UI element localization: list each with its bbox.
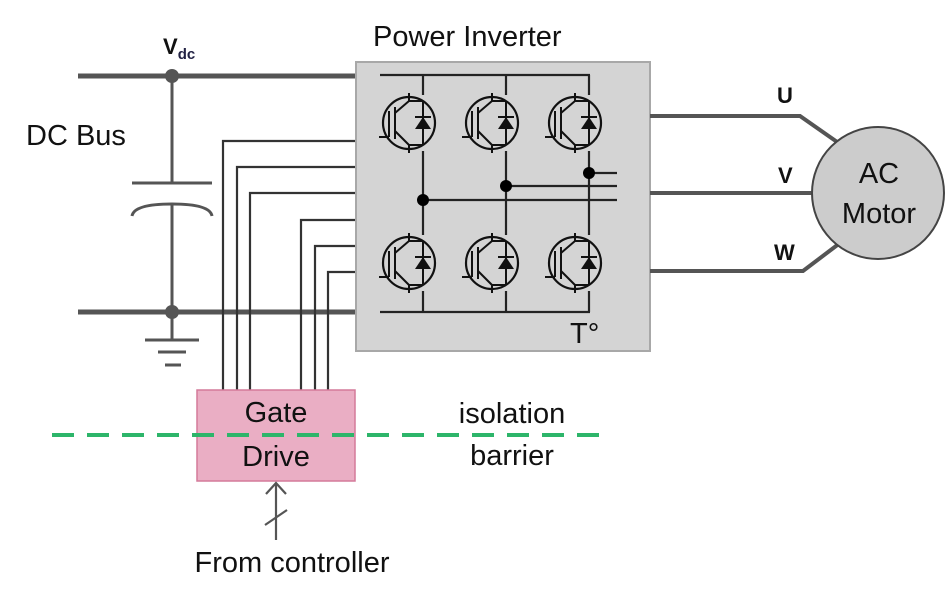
gate-wire-4	[299, 218, 356, 390]
temperature-label: T°	[570, 318, 599, 350]
phase-u-label: U	[777, 83, 793, 108]
gate-drive-label-line2: Drive	[242, 441, 310, 473]
vdc-label: Vdc	[163, 34, 195, 63]
igbt-icon	[460, 231, 520, 295]
igbt-icon	[377, 231, 437, 295]
isolation-label-line1: isolation	[459, 398, 565, 430]
igbt-icon	[543, 231, 603, 295]
gate-wire-2	[235, 165, 356, 390]
motor-label-line1: AC	[859, 158, 899, 190]
controller-bus-arrow-icon	[264, 481, 288, 540]
gate-wire-3	[248, 191, 356, 390]
igbt-icon	[543, 91, 603, 155]
ac-motor	[811, 126, 945, 260]
phase-w-wire	[650, 241, 842, 273]
gate-wire-1	[221, 139, 356, 390]
gate-wire-5	[313, 244, 356, 390]
gate-drive-label-line1: Gate	[245, 397, 308, 429]
power-inverter-title: Power Inverter	[373, 21, 562, 53]
phase-w-label: W	[774, 240, 795, 265]
igbt-switches	[377, 91, 603, 295]
phase-node-3	[583, 167, 595, 179]
phase-node-1	[417, 194, 429, 206]
igbt-icon	[377, 91, 437, 155]
dc-bus-label: DC Bus	[26, 120, 126, 152]
gate-signal-wires	[221, 139, 356, 390]
controller-label: From controller	[195, 547, 390, 579]
igbt-icon	[460, 91, 520, 155]
phase-v-label: V	[778, 163, 793, 188]
ground-icon	[145, 312, 199, 367]
motor-label-line2: Motor	[842, 198, 916, 230]
phase-node-2	[500, 180, 512, 192]
isolation-label-line2: barrier	[470, 440, 554, 472]
gate-wire-6	[326, 270, 356, 390]
phase-u-wire	[650, 114, 842, 146]
